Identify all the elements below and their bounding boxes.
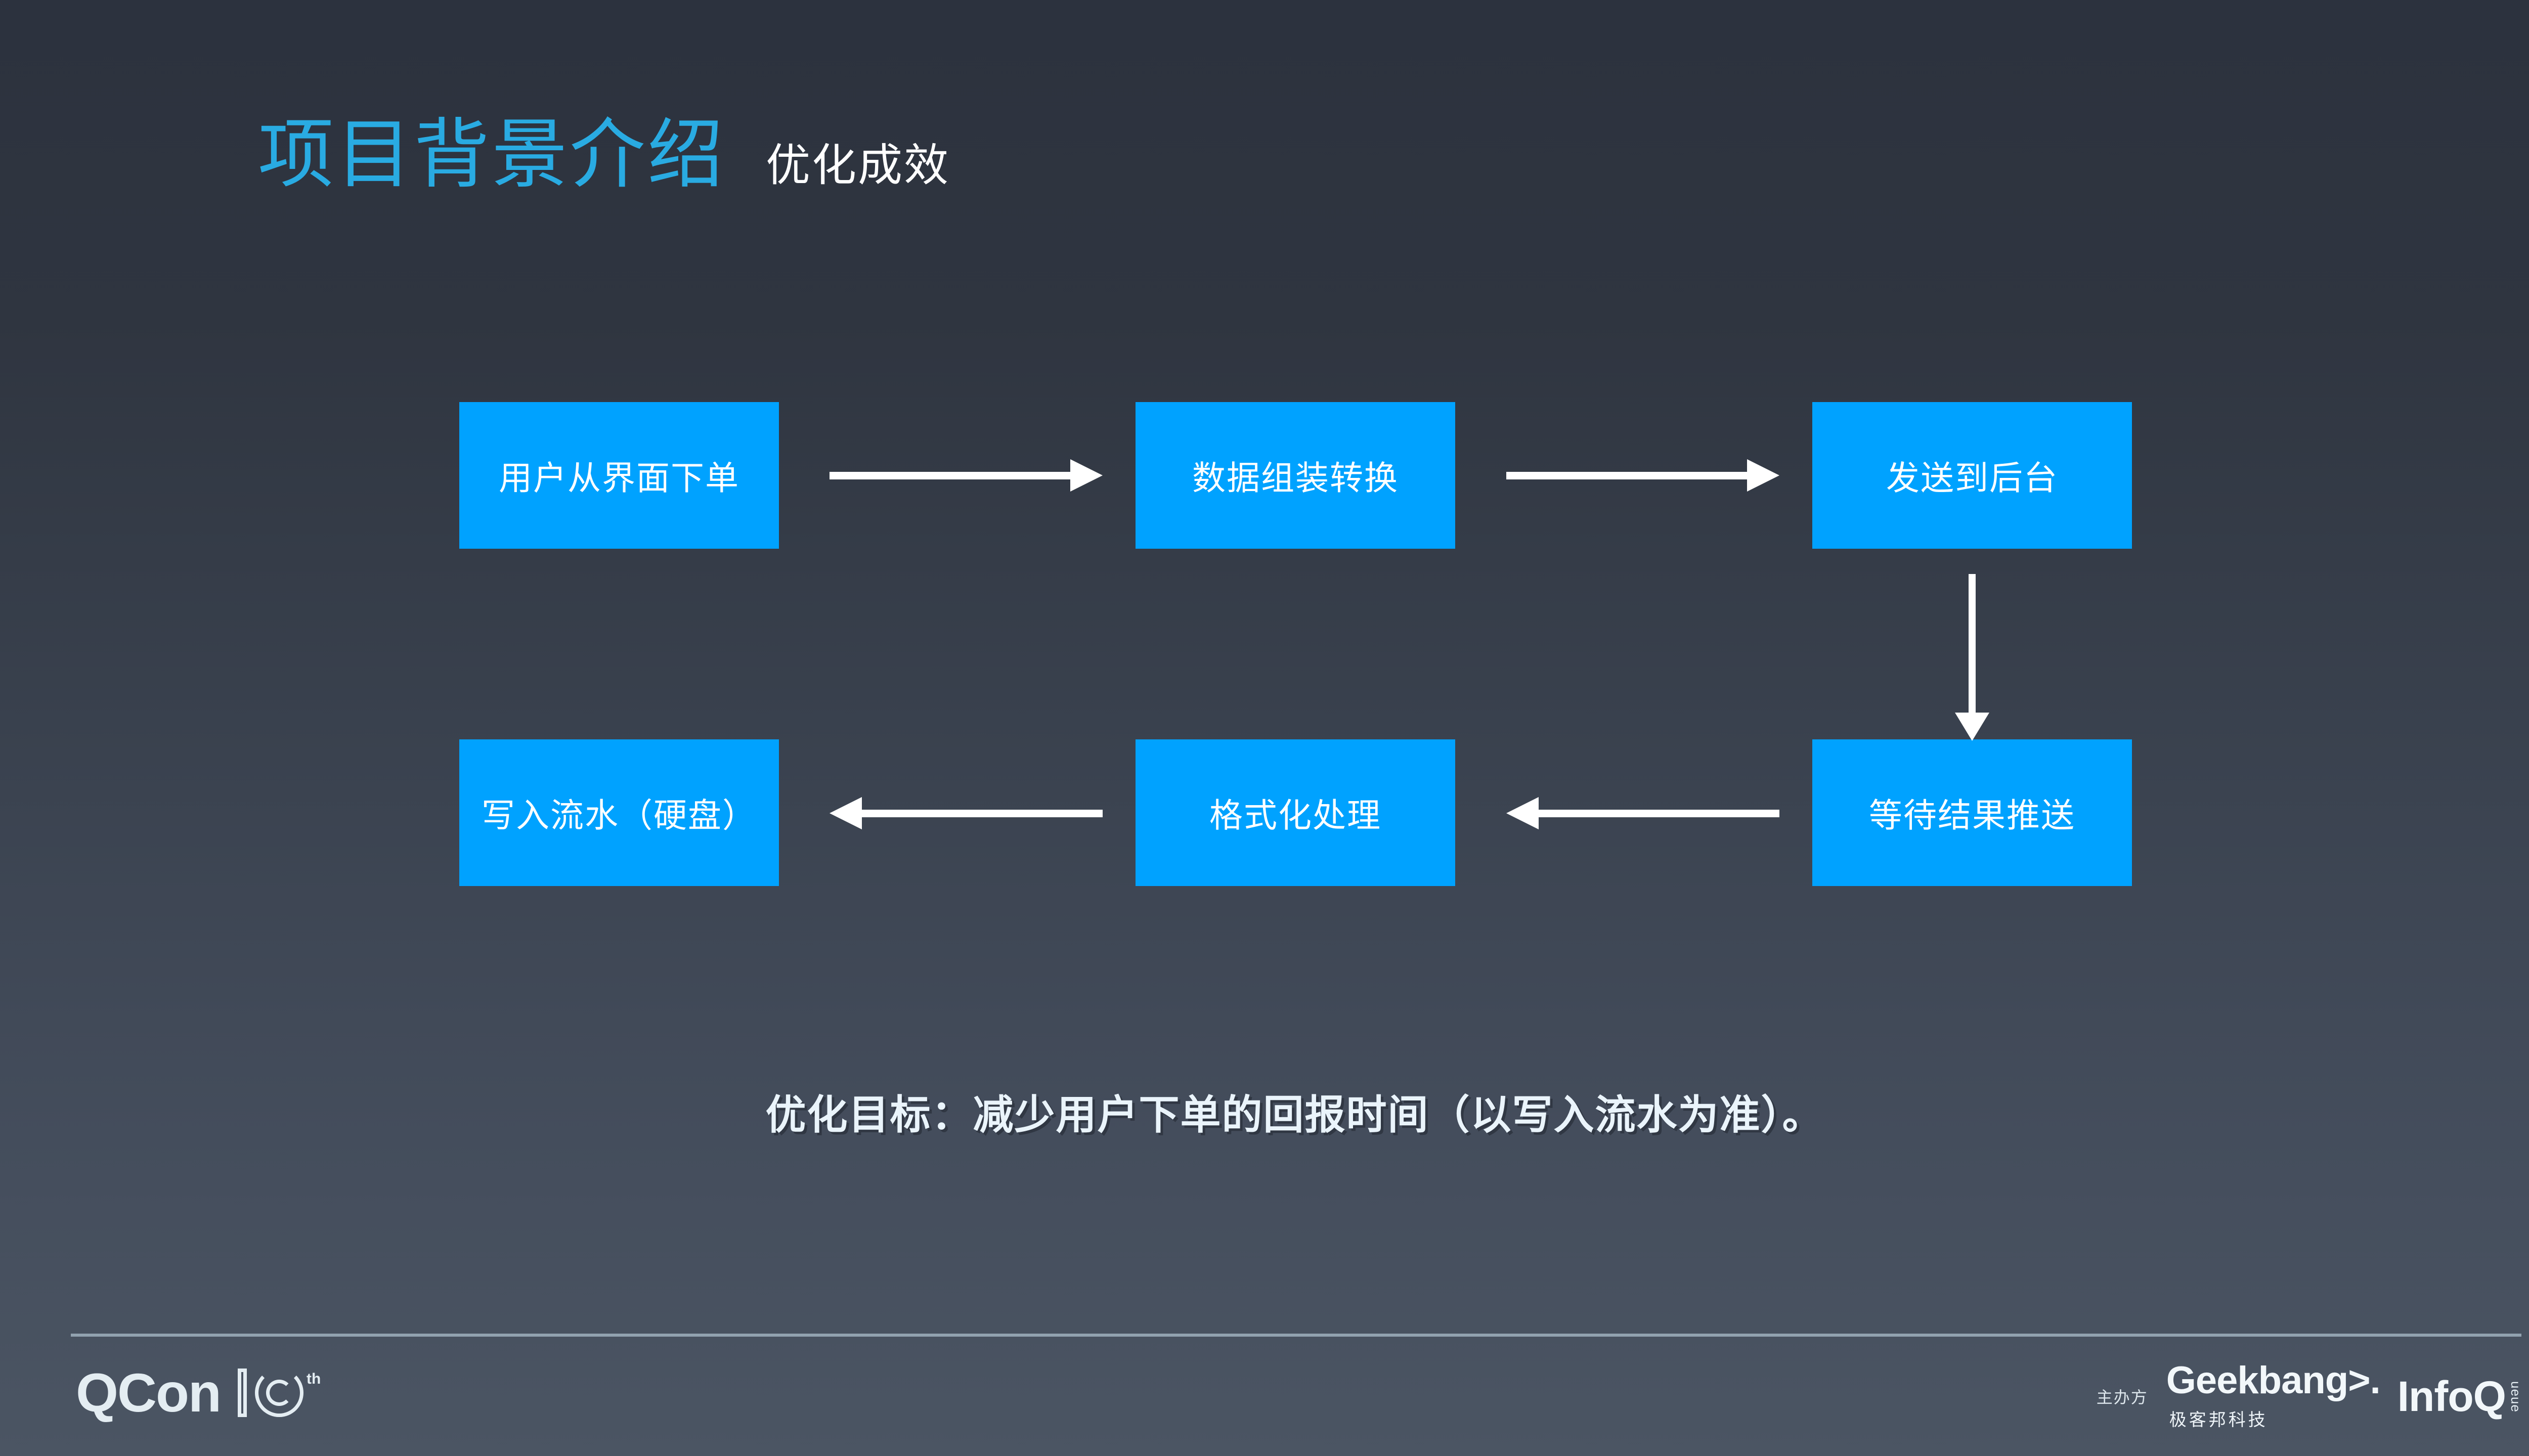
infoq-subtext: ueue <box>2508 1381 2523 1413</box>
arrow-shaft <box>1969 574 1976 714</box>
page-title: 项目背景介绍 <box>258 112 726 197</box>
arrow-head <box>1747 459 1779 492</box>
arrow-down-icon <box>1952 574 1992 741</box>
arrow-shaft <box>830 472 1071 479</box>
qcon-anniversary-mark-icon: th <box>237 1369 321 1417</box>
qcon-digit-one-icon <box>237 1369 247 1417</box>
arrow-shaft <box>861 810 1103 817</box>
arrow-head <box>1506 797 1539 829</box>
flow-node-label: 等待结果推送 <box>1869 797 2075 834</box>
page-subtitle: 优化成效 <box>766 140 950 190</box>
flow-node-write-journal-disk: 写入流水（硬盘） <box>459 739 779 886</box>
arrow-left-icon <box>1506 793 1779 833</box>
sponsor-logos: 主办方 Geekbang>. 极客邦科技 InfoQ ueue <box>2097 1361 2523 1431</box>
flow-node-data-assembly-conversion: 数据组装转换 <box>1136 402 1455 549</box>
slide-header: 项目背景介绍 优化成效 <box>258 116 950 192</box>
infoq-logo: InfoQ ueue <box>2397 1375 2523 1418</box>
footer-divider <box>71 1334 2521 1337</box>
flow-node-label: 用户从界面下单 <box>499 459 739 497</box>
geekbang-logo: Geekbang>. 极客邦科技 <box>2166 1359 2381 1431</box>
infoq-wordmark: InfoQ <box>2397 1372 2506 1420</box>
arrow-shaft <box>1538 810 1779 817</box>
arrow-right-icon <box>830 455 1103 496</box>
geekbang-wordmark: Geekbang>. <box>2166 1359 2381 1402</box>
host-label: 主办方 <box>2096 1388 2148 1406</box>
qcon-logo: QCon th <box>76 1365 321 1420</box>
flow-node-label: 格式化处理 <box>1209 797 1381 834</box>
optimization-goal-caption: 优化目标：减少用户下单的回报时间（以写入流水为准）。 <box>765 1092 1824 1137</box>
flow-node-label: 数据组装转换 <box>1192 459 1399 497</box>
flow-node-send-to-backend: 发送到后台 <box>1812 402 2132 549</box>
flow-node-label: 写入流水（硬盘） <box>482 797 757 834</box>
qcon-digit-zero-ring-icon <box>254 1369 303 1417</box>
ring-inner <box>266 1380 292 1406</box>
arrow-right-icon <box>1506 455 1779 496</box>
ring-outer <box>254 1369 303 1417</box>
qcon-anniversary-suffix: th <box>306 1371 321 1387</box>
qcon-wordmark: QCon <box>76 1362 222 1423</box>
arrow-head <box>830 797 862 829</box>
flow-node-format-processing: 格式化处理 <box>1136 739 1455 886</box>
geekbang-chinese-name: 极客邦科技 <box>2169 1410 2268 1430</box>
arrow-shaft <box>1506 472 1748 479</box>
flow-node-wait-result-push: 等待结果推送 <box>1812 739 2132 886</box>
arrow-left-icon <box>830 793 1103 833</box>
flow-node-label: 发送到后台 <box>1886 459 2058 497</box>
arrow-head <box>1070 459 1103 492</box>
arrow-head <box>1955 713 1989 741</box>
flow-node-user-places-order: 用户从界面下单 <box>459 402 779 549</box>
